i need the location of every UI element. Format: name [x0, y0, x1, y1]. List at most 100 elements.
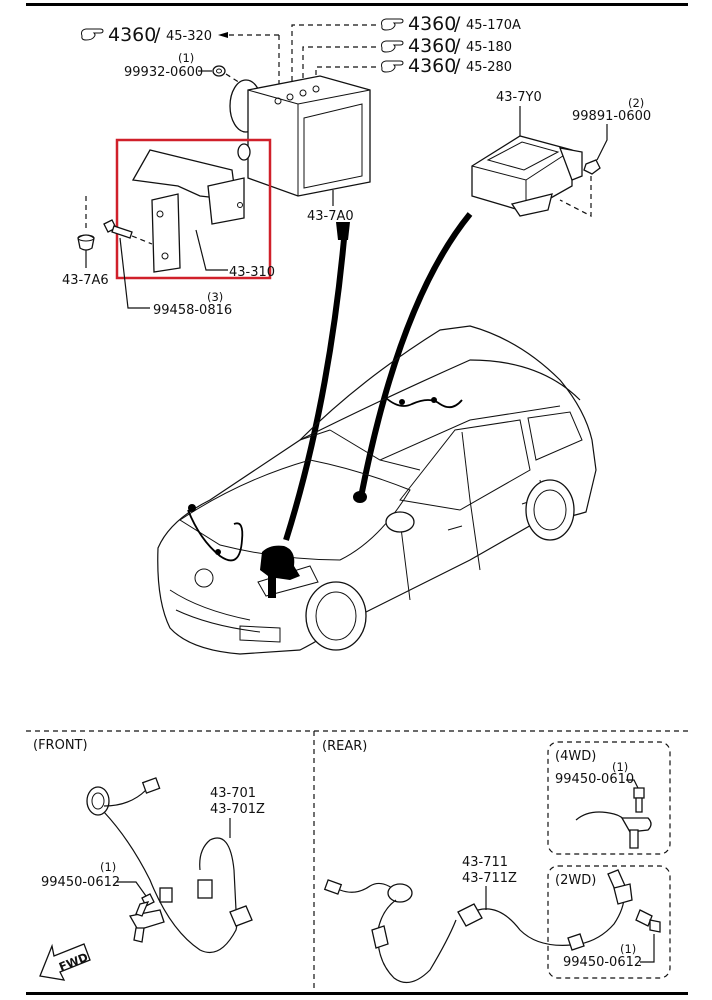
part-number-99891-0600[interactable]: 99891-0600	[572, 109, 651, 124]
leader-line	[302, 46, 376, 92]
sensor-head	[128, 909, 165, 931]
leader-line	[119, 237, 150, 309]
part-qty: (2)	[628, 96, 644, 110]
unit-body	[247, 75, 371, 197]
part-qty: (1)	[178, 51, 194, 65]
part-qty: (1)	[100, 860, 116, 874]
sensor-number[interactable]: 43-701	[210, 786, 256, 801]
reference-45-280[interactable]: 4360 / 45-280	[381, 55, 513, 77]
car-door-lines	[399, 479, 549, 601]
rear-harness	[385, 397, 463, 409]
ref-group: 4360	[408, 55, 456, 77]
bracket-43-310[interactable]	[131, 149, 245, 273]
variant-title: (4WD)	[555, 749, 596, 764]
reference-45-320[interactable]: 4360 / 45-320	[81, 24, 213, 46]
reference-45-180[interactable]: 4360 / 45-180	[381, 35, 513, 57]
bracket-hole	[156, 210, 164, 218]
pointing-hand-icon	[381, 60, 404, 73]
ref-number: 45-180	[466, 40, 512, 55]
rear-wheel-speed-sensor[interactable]	[323, 879, 625, 984]
ref-number: 45-280	[466, 60, 512, 75]
sensor-cable	[103, 811, 241, 954]
part-number-99458-0816[interactable]: 99458-0816	[153, 303, 232, 318]
sensor-head	[620, 817, 652, 833]
sensor-cable	[103, 789, 147, 807]
car-rear-rim	[533, 489, 567, 531]
ref-separator: /	[154, 24, 161, 46]
bolt-shank	[135, 901, 150, 917]
car-emblem	[194, 568, 214, 588]
variant-title: (2WD)	[555, 873, 596, 888]
harness-clip	[215, 549, 221, 555]
cable-clip	[371, 925, 389, 949]
bracket-side	[151, 193, 181, 273]
module-connector	[558, 147, 583, 181]
leader-line	[131, 235, 153, 245]
sensor-bracket	[613, 883, 633, 905]
cable-clip	[229, 905, 253, 927]
variant-box-4wd	[547, 741, 671, 855]
bolt-shank	[635, 909, 653, 927]
part-number-43-7A6[interactable]: 43-7A6	[62, 273, 109, 288]
fitting	[237, 143, 251, 161]
part-qty: (1)	[620, 942, 636, 956]
grommet-icon	[212, 65, 226, 77]
abs-unit-location	[260, 545, 300, 598]
grommet-top	[77, 234, 95, 242]
sensor-grommet	[86, 786, 110, 816]
part-qty: (1)	[612, 760, 628, 774]
car-roof-line	[299, 359, 581, 441]
bracket-mount	[207, 177, 245, 225]
part-number-43-7A0[interactable]: 43-7A0	[307, 209, 354, 224]
part-number-43-310[interactable]: 43-310	[229, 265, 275, 280]
arrowhead-icon	[218, 32, 228, 38]
car-side-window-front	[399, 419, 531, 511]
ref-group: 4360	[408, 13, 456, 35]
fwd-arrow-icon	[39, 943, 91, 981]
abs-hydraulic-unit[interactable]	[229, 75, 371, 197]
highlight-box	[115, 138, 272, 280]
ref-separator: /	[454, 13, 461, 35]
grommet-hole	[216, 68, 222, 74]
grommet-icon	[77, 234, 95, 251]
car-body-outline	[157, 325, 597, 655]
harness-connector	[188, 504, 196, 512]
bolt-number-99450-0610[interactable]: 99450-0610	[555, 772, 634, 787]
bolt-number-99450-0612[interactable]: 99450-0612	[41, 875, 120, 890]
bolt-shank	[635, 797, 643, 813]
leader-line	[291, 24, 376, 100]
ref-separator: /	[454, 55, 461, 77]
sensor-number[interactable]: 43-711Z	[462, 871, 517, 886]
car-side-mirror	[385, 511, 415, 533]
sensor-connector	[323, 879, 343, 895]
cable-clip	[457, 903, 483, 927]
sensor-number[interactable]: 43-701Z	[210, 802, 265, 817]
bolt-head-icon	[633, 787, 645, 799]
bottom-border	[26, 992, 688, 995]
sensor-number[interactable]: 43-711	[462, 855, 508, 870]
car-grille	[169, 589, 261, 633]
harness-clip	[431, 397, 437, 403]
reference-45-170A[interactable]: 4360 / 45-170A	[381, 13, 522, 35]
ref-group: 4360	[108, 24, 156, 46]
car-fog-light	[239, 625, 281, 643]
bolt-number-99450-0612[interactable]: 99450-0612	[563, 955, 642, 970]
yaw-rate-sensor-module[interactable]	[471, 135, 583, 217]
callout-line-cap	[336, 222, 350, 240]
ref-number: 45-320	[166, 29, 212, 44]
module-bracket	[510, 193, 553, 217]
ref-number: 45-170A	[466, 18, 521, 33]
sensor-cable	[339, 882, 393, 893]
part-number-99932-0600[interactable]: 99932-0600	[124, 65, 203, 80]
part-number-43-7Y0[interactable]: 43-7Y0	[496, 90, 542, 105]
sensor-cable	[477, 889, 625, 946]
car-front-rim	[315, 591, 357, 641]
car-side-window-rear	[527, 411, 583, 461]
callout-line-module	[359, 212, 473, 493]
ecu-cover	[303, 103, 363, 189]
sensor-cable	[575, 811, 627, 823]
module-location	[353, 491, 367, 503]
sensor-cable	[377, 899, 457, 984]
leader-line	[596, 124, 608, 161]
